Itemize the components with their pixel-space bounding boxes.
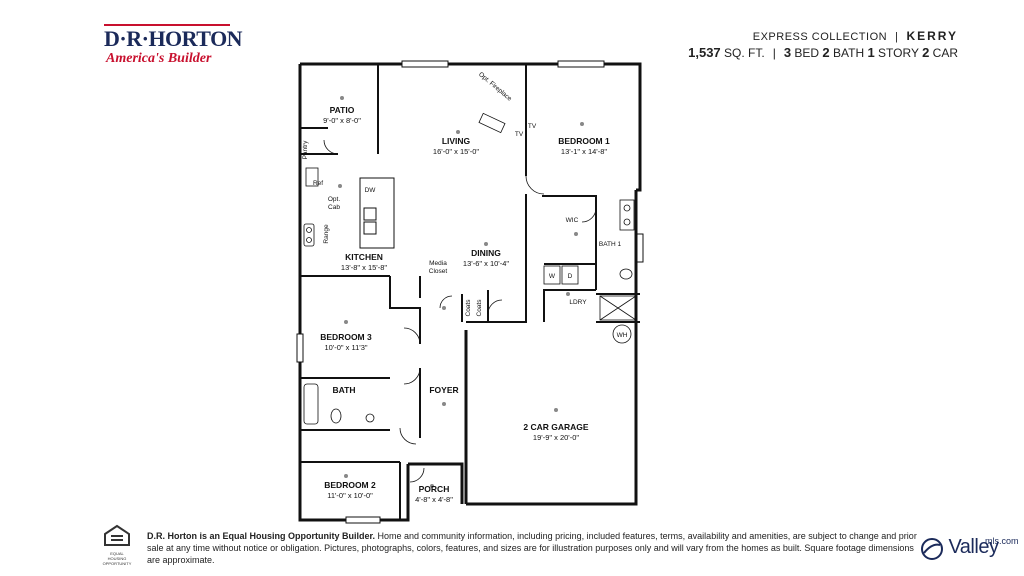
valley-word: Valley: [948, 536, 999, 558]
room-dining-dim: 13'-6" x 10'-4": [463, 259, 509, 268]
label-ref: Ref: [313, 180, 323, 187]
beds-value: 3: [783, 45, 792, 60]
floor-plan: PATIO 9'-0" x 8'-0" LIVING 16'-0" x 15'-…: [296, 60, 644, 524]
label-range: Range: [323, 224, 330, 244]
room-living-dim: 16'-0" x 15'-0": [433, 147, 479, 156]
valley-swoosh-icon: [921, 537, 943, 560]
label-media: Media: [429, 260, 447, 267]
label-fireplace: Opt. Fireplace: [477, 71, 513, 103]
label-cab: Cab: [328, 204, 340, 211]
model-name: KERRY: [906, 29, 958, 43]
room-porch-name: PORCH: [419, 484, 450, 494]
windows: [296, 60, 644, 524]
room-bedroom3-name: BEDROOM 3: [320, 332, 372, 342]
door-swings: [323, 139, 597, 483]
header-collection-row: EXPRESS COLLECTION | KERRY: [753, 29, 958, 43]
room-bedroom3-dim: 10'-0" x 11'3": [324, 343, 367, 352]
room-kitchen-dim: 13'-8" x 15'-8": [341, 263, 387, 272]
room-wic-name: WIC: [566, 217, 579, 224]
interior-walls: [300, 64, 640, 520]
label-tv-bedroom: TV: [528, 123, 537, 130]
label-dryer: D: [568, 273, 573, 280]
room-bedroom1-name: BEDROOM 1: [558, 136, 610, 146]
stories-unit: STORY: [878, 46, 919, 60]
sqft-value: 1,537: [688, 45, 721, 60]
house-icon: [104, 524, 130, 546]
label-coats-2: Coats: [465, 299, 472, 317]
equal-housing-label: EQUAL HOUSING OPPORTUNITY: [102, 551, 132, 566]
collection-name: EXPRESS COLLECTION: [752, 31, 888, 43]
label-coats-1: Coats: [476, 299, 483, 317]
room-bedroom1-dim: 13'-1" x 14'-8": [561, 147, 607, 156]
label-closet: Closet: [429, 268, 448, 275]
brand-tagline: America's Builder: [106, 51, 212, 66]
footer-body: Home and community information, includin…: [147, 531, 917, 565]
header-specs-row: 1,537 SQ. FT. | 3 BED 2 BATH 1 STORY 2 CAR: [688, 45, 958, 60]
garage-value: 2: [922, 45, 930, 60]
room-porch-dim: 4'-8" x 4'-8": [415, 495, 453, 504]
room-dining-name: DINING: [471, 248, 501, 258]
valley-watermark: Valley: [920, 536, 999, 561]
label-washer: W: [549, 273, 556, 280]
label-tv-living: TV: [515, 131, 524, 138]
room-bedroom2-name: BEDROOM 2: [324, 480, 376, 490]
stories-value: 1: [867, 45, 875, 60]
beds-unit: BED: [794, 46, 820, 60]
room-bedroom2-dim: 11'-0" x 10'-0": [327, 491, 373, 500]
room-dots: [338, 96, 584, 488]
room-patio-dim: 9'-0" x 8'-0": [323, 116, 361, 125]
brand-rule: [104, 24, 230, 26]
divider: |: [895, 31, 899, 43]
room-garage-dim: 19'-9" x 20'-0": [533, 433, 579, 442]
label-pantry: Pantry: [302, 140, 309, 160]
label-opt: Opt.: [328, 196, 340, 203]
kitchen-island: [359, 177, 395, 249]
label-dw: DW: [365, 187, 377, 194]
garage-unit: CAR: [932, 46, 958, 60]
room-bath-name: BATH: [333, 385, 356, 395]
fixtures: [303, 112, 637, 425]
room-patio-name: PATIO: [330, 105, 355, 115]
baths-unit: BATH: [833, 46, 865, 60]
equal-housing-logo: EQUAL HOUSING OPPORTUNITY: [102, 524, 132, 566]
room-garage-name: 2 CAR GARAGE: [523, 422, 589, 432]
exterior-walls: [298, 62, 642, 522]
footer-lead: D.R. Horton is an Equal Housing Opportun…: [147, 531, 376, 541]
valley-suffix: mls.com: [985, 536, 1019, 546]
room-living-name: LIVING: [442, 136, 471, 146]
room-bath1-name: BATH 1: [599, 241, 622, 248]
footer-disclaimer: D.R. Horton is an Equal Housing Opportun…: [147, 530, 927, 566]
brand-logo: D·R·HORTON: [104, 26, 243, 51]
room-laundry-name: LDRY: [569, 299, 587, 306]
divider: |: [772, 46, 776, 60]
sqft-unit: SQ. FT.: [724, 46, 765, 60]
room-foyer-name: FOYER: [429, 385, 458, 395]
room-kitchen-name: KITCHEN: [345, 252, 383, 262]
label-water-heater: WH: [617, 332, 628, 339]
baths-value: 2: [822, 45, 830, 60]
